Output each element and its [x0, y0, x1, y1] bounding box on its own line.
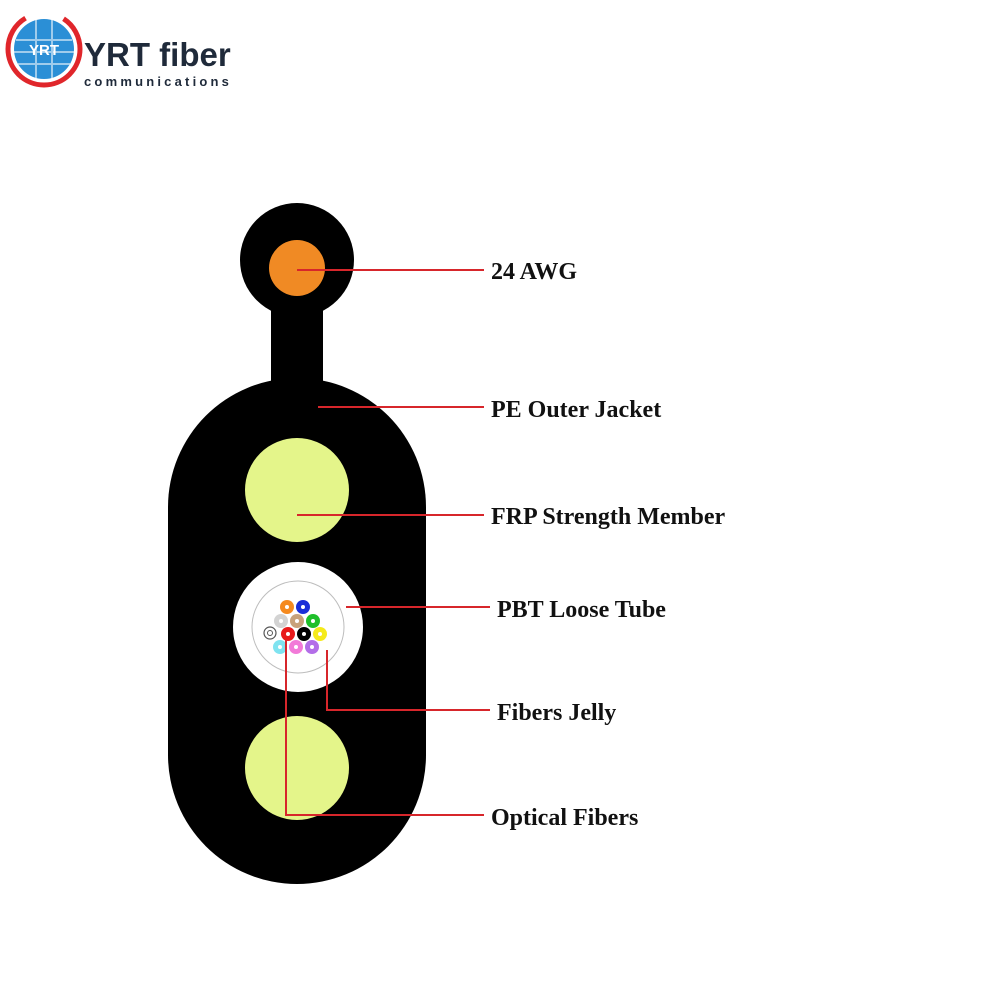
- cable: [168, 203, 426, 884]
- brand-name: YRT fiber: [84, 36, 231, 73]
- frp-strength-member-bottom: [245, 716, 349, 820]
- logo-mark-text: YRT: [29, 42, 59, 59]
- label-fibers-jelly: Fibers Jelly: [497, 700, 616, 726]
- component-labels: 24 AWG PE Outer Jacket FRP Strength Memb…: [491, 259, 726, 831]
- leader-lines: [285, 269, 490, 816]
- logo-globe-ring: [5, 10, 83, 88]
- brand-tagline: communications: [84, 74, 232, 89]
- optical-fibers-bundle: [273, 600, 327, 654]
- label-24-awg: 24 AWG: [491, 259, 577, 285]
- label-pe-outer-jacket: PE Outer Jacket: [491, 397, 661, 423]
- awg-conductor: [269, 240, 325, 296]
- brand-logo: YRT YRT fiber communications: [5, 10, 232, 89]
- leader-jelly: [326, 650, 490, 711]
- tube-inner-ring: [251, 580, 345, 674]
- leader-fibers: [285, 640, 484, 816]
- label-frp-strength-member: FRP Strength Member: [491, 504, 726, 530]
- label-pbt-loose-tube: PBT Loose Tube: [497, 597, 666, 623]
- label-optical-fibers: Optical Fibers: [491, 805, 638, 831]
- ripcord: [263, 626, 277, 640]
- frp-strength-member-top: [245, 438, 349, 542]
- logo-globe-grid: [14, 20, 74, 78]
